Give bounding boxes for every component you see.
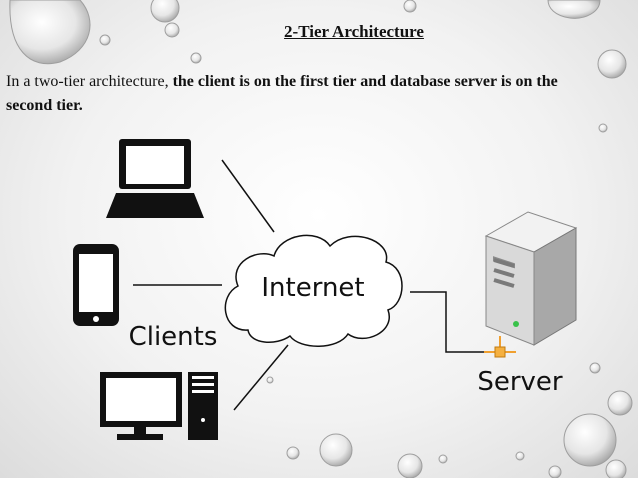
server-connection-line <box>410 291 500 353</box>
description-bold-text: the client is on the first tier and data… <box>6 73 558 114</box>
server-icon <box>484 211 578 346</box>
internet-label: Internet <box>261 273 364 303</box>
smartphone-icon <box>73 244 119 326</box>
laptop-connection-line <box>221 159 275 233</box>
slide-title: 2-Tier Architecture <box>0 22 638 42</box>
laptop-icon <box>106 139 204 218</box>
tower-icon <box>188 372 218 440</box>
description-plain-text: In a two-tier architecture, <box>6 73 169 90</box>
clients-label: Clients <box>129 322 218 352</box>
slide-description: In a two-tier architecture, the client i… <box>6 70 566 118</box>
server-label: Server <box>477 367 563 397</box>
cloud-icon <box>224 234 403 347</box>
desktop-connection-line <box>233 344 289 411</box>
slide-title-text: 2-Tier Architecture <box>284 22 424 41</box>
droplet-group <box>9 0 633 478</box>
desktop-computer-icon <box>100 372 218 440</box>
server-status-light <box>513 321 519 327</box>
network-connector-icon <box>484 336 516 358</box>
